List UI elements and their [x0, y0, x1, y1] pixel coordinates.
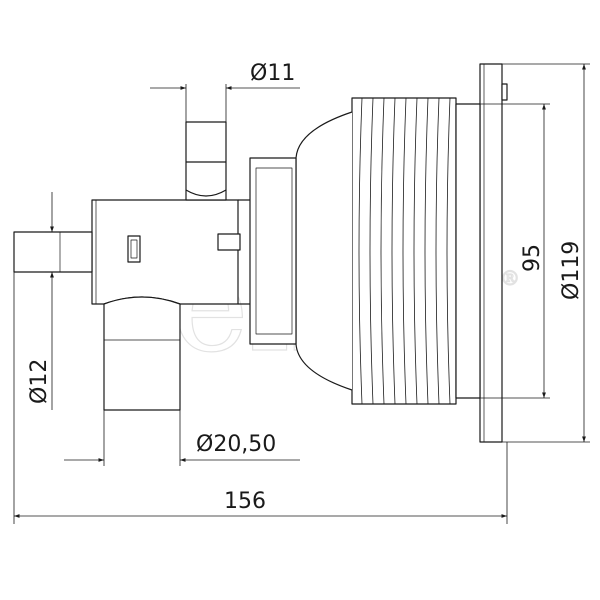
dome-housing [295, 111, 353, 391]
label-overall-length: 156 [224, 489, 266, 514]
dimension-pipe-diameter [64, 410, 300, 466]
label-outlet-diameter: Ø11 [250, 61, 295, 86]
bottom-pipe [103, 296, 181, 411]
label-inlet-diameter: Ø12 [27, 359, 52, 404]
label-flange-diameter: Ø119 [559, 241, 584, 300]
dimension-outlet-diameter [150, 84, 300, 122]
flange [479, 63, 508, 443]
label-pipe-diameter: Ø20,50 [196, 432, 276, 457]
label-thread-diameter: 95 [520, 244, 545, 272]
dimension-inlet-diameter [45, 192, 70, 410]
hub-block [238, 157, 297, 345]
top-outlet-pipe [185, 121, 227, 201]
dimension-thread-diameter [456, 103, 550, 399]
dimension-overall-length [13, 272, 508, 524]
watermark-registered-mark: ® [500, 266, 520, 290]
main-body [91, 199, 241, 305]
dimension-flange-diameter [502, 63, 590, 443]
threaded-body [344, 97, 481, 405]
thread-ridges [358, 97, 451, 405]
left-inlet-pipe [13, 231, 93, 273]
